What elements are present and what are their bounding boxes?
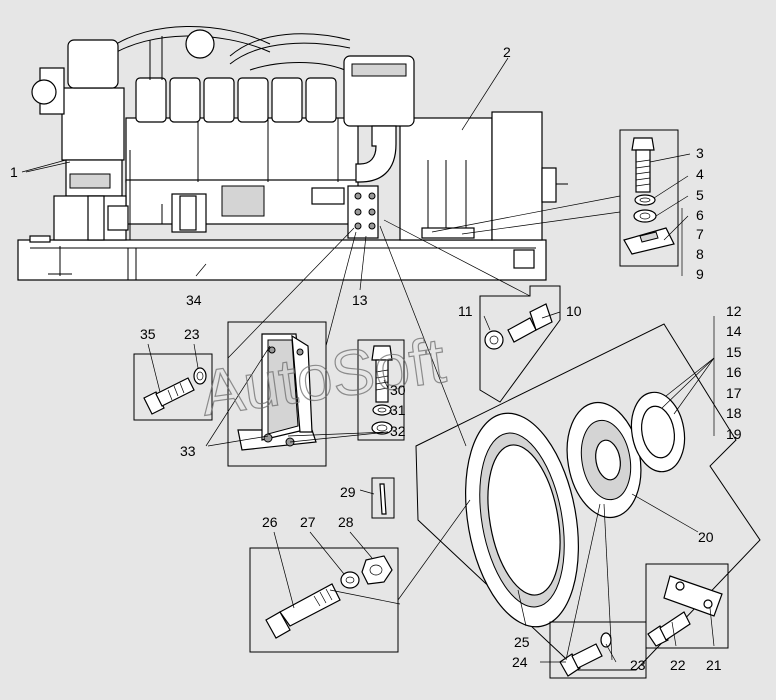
part-label-10: 10 bbox=[566, 303, 582, 319]
part-label-27: 27 bbox=[300, 514, 316, 530]
part-label-35: 35 bbox=[140, 326, 156, 342]
part-label-23-right: 23 bbox=[630, 657, 646, 673]
part-label-14: 14 bbox=[726, 323, 742, 339]
part-number-labels: 1 2 3 4 5 6 7 8 9 10 11 12 13 14 15 16 1… bbox=[10, 44, 742, 673]
part-label-2: 2 bbox=[503, 44, 511, 60]
part-label-16: 16 bbox=[726, 364, 742, 380]
part-label-33: 33 bbox=[180, 443, 196, 459]
part-label-19: 19 bbox=[726, 426, 742, 442]
part-label-22: 22 bbox=[670, 657, 686, 673]
part-label-17: 17 bbox=[726, 385, 742, 401]
callout-box-bolt-10-11 bbox=[479, 285, 561, 403]
part-label-7: 7 bbox=[696, 226, 704, 242]
part-label-1: 1 bbox=[10, 164, 18, 180]
part-label-26: 26 bbox=[262, 514, 278, 530]
leader-lines bbox=[21, 57, 715, 663]
part-label-13: 13 bbox=[352, 292, 368, 308]
part-label-3: 3 bbox=[696, 145, 704, 161]
part-label-21: 21 bbox=[706, 657, 722, 673]
part-label-8: 8 bbox=[696, 246, 704, 262]
part-label-4: 4 bbox=[696, 166, 704, 182]
part-label-20: 20 bbox=[698, 529, 714, 545]
part-label-31: 31 bbox=[390, 402, 406, 418]
part-label-11: 11 bbox=[458, 303, 473, 319]
part-label-23-left: 23 bbox=[184, 326, 200, 342]
callout-box-bolt-26 bbox=[249, 547, 399, 653]
part-label-15: 15 bbox=[726, 344, 742, 360]
callout-box-bracket-33 bbox=[227, 321, 327, 467]
part-label-25: 25 bbox=[514, 634, 530, 650]
part-label-28: 28 bbox=[338, 514, 354, 530]
part-label-24: 24 bbox=[512, 654, 528, 670]
callout-box-bolt-3 bbox=[619, 129, 679, 267]
watermark-text: AutoSoft bbox=[196, 324, 449, 429]
part-label-5: 5 bbox=[696, 187, 704, 203]
part-label-34: 34 bbox=[186, 292, 202, 308]
part-label-18: 18 bbox=[726, 405, 742, 421]
cylinder-heads bbox=[135, 77, 337, 123]
part-label-30: 30 bbox=[390, 382, 406, 398]
callout-box-bolt-35 bbox=[133, 353, 213, 421]
callout-box-bolt-30 bbox=[357, 339, 405, 441]
callout-box-coupling bbox=[415, 323, 761, 679]
part-label-12: 12 bbox=[726, 303, 742, 319]
engine-generator-assembly bbox=[17, 26, 568, 281]
part-label-32: 32 bbox=[390, 423, 406, 439]
callout-box-pin-29 bbox=[371, 477, 395, 519]
part-label-9: 9 bbox=[696, 266, 704, 282]
part-label-6: 6 bbox=[696, 207, 704, 223]
part-label-29: 29 bbox=[340, 484, 356, 500]
